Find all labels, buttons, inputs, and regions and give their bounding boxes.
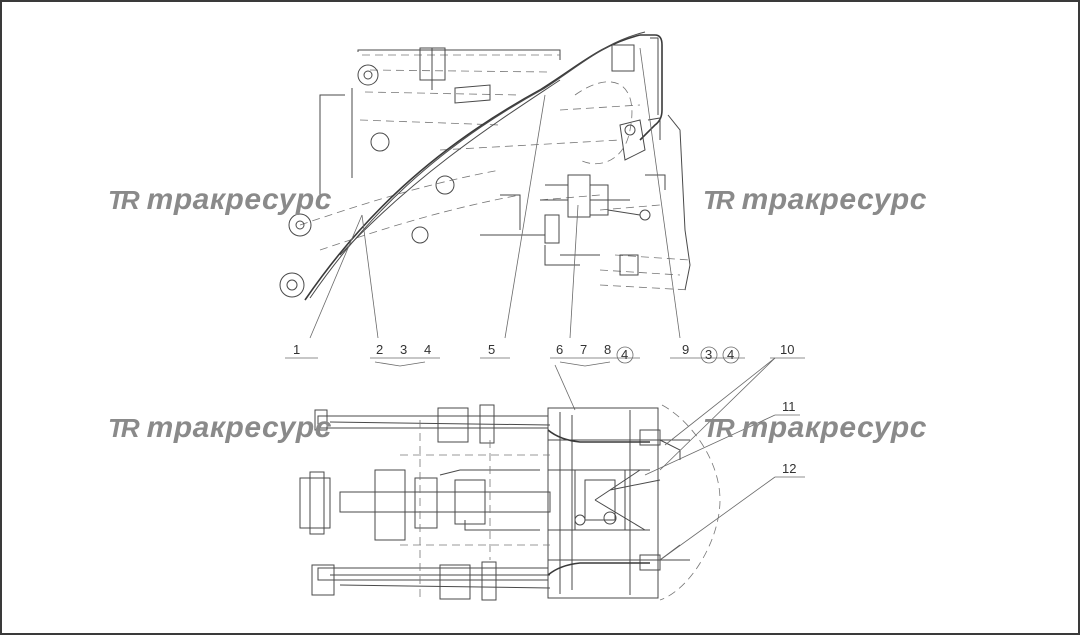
callout-circle-3 [700, 346, 718, 364]
lower-assembly-view [299, 404, 721, 601]
callout-6: 6 [556, 342, 563, 357]
tr-logo-icon: TR [703, 413, 735, 443]
callout-9: 9 [682, 342, 689, 357]
watermark-text: тракресурс [146, 183, 332, 216]
callout-4-circled-b: 4 [727, 347, 734, 362]
callout-10: 10 [780, 342, 794, 357]
upper-leader-lines [285, 47, 745, 411]
upper-assembly-view [279, 31, 691, 301]
callout-4-circled: 4 [621, 347, 628, 362]
callout-4: 4 [424, 342, 431, 357]
callout-3: 3 [400, 342, 407, 357]
watermark-text: тракресурс [741, 183, 927, 216]
callout-2: 2 [376, 342, 383, 357]
watermark-text: тракресурс [741, 411, 927, 444]
lower-leader-lines [644, 357, 805, 561]
callout-11: 11 [782, 399, 796, 414]
tr-logo-icon: TR [703, 185, 735, 215]
tr-logo-icon: TR [108, 185, 140, 215]
watermark-text: тракресурс [146, 411, 332, 444]
callout-circle-4a [616, 346, 634, 364]
callout-labels: 1 2 3 4 5 6 7 8 4 9 3 4 10 11 12 [293, 342, 796, 476]
callout-8: 8 [604, 342, 611, 357]
callout-7: 7 [580, 342, 587, 357]
callout-1: 1 [293, 342, 300, 357]
callout-5: 5 [488, 342, 495, 357]
callout-3-circled: 3 [705, 347, 712, 362]
callout-12: 12 [782, 461, 796, 476]
callout-circle-4b [722, 346, 740, 364]
tr-logo-icon: TR [108, 413, 140, 443]
